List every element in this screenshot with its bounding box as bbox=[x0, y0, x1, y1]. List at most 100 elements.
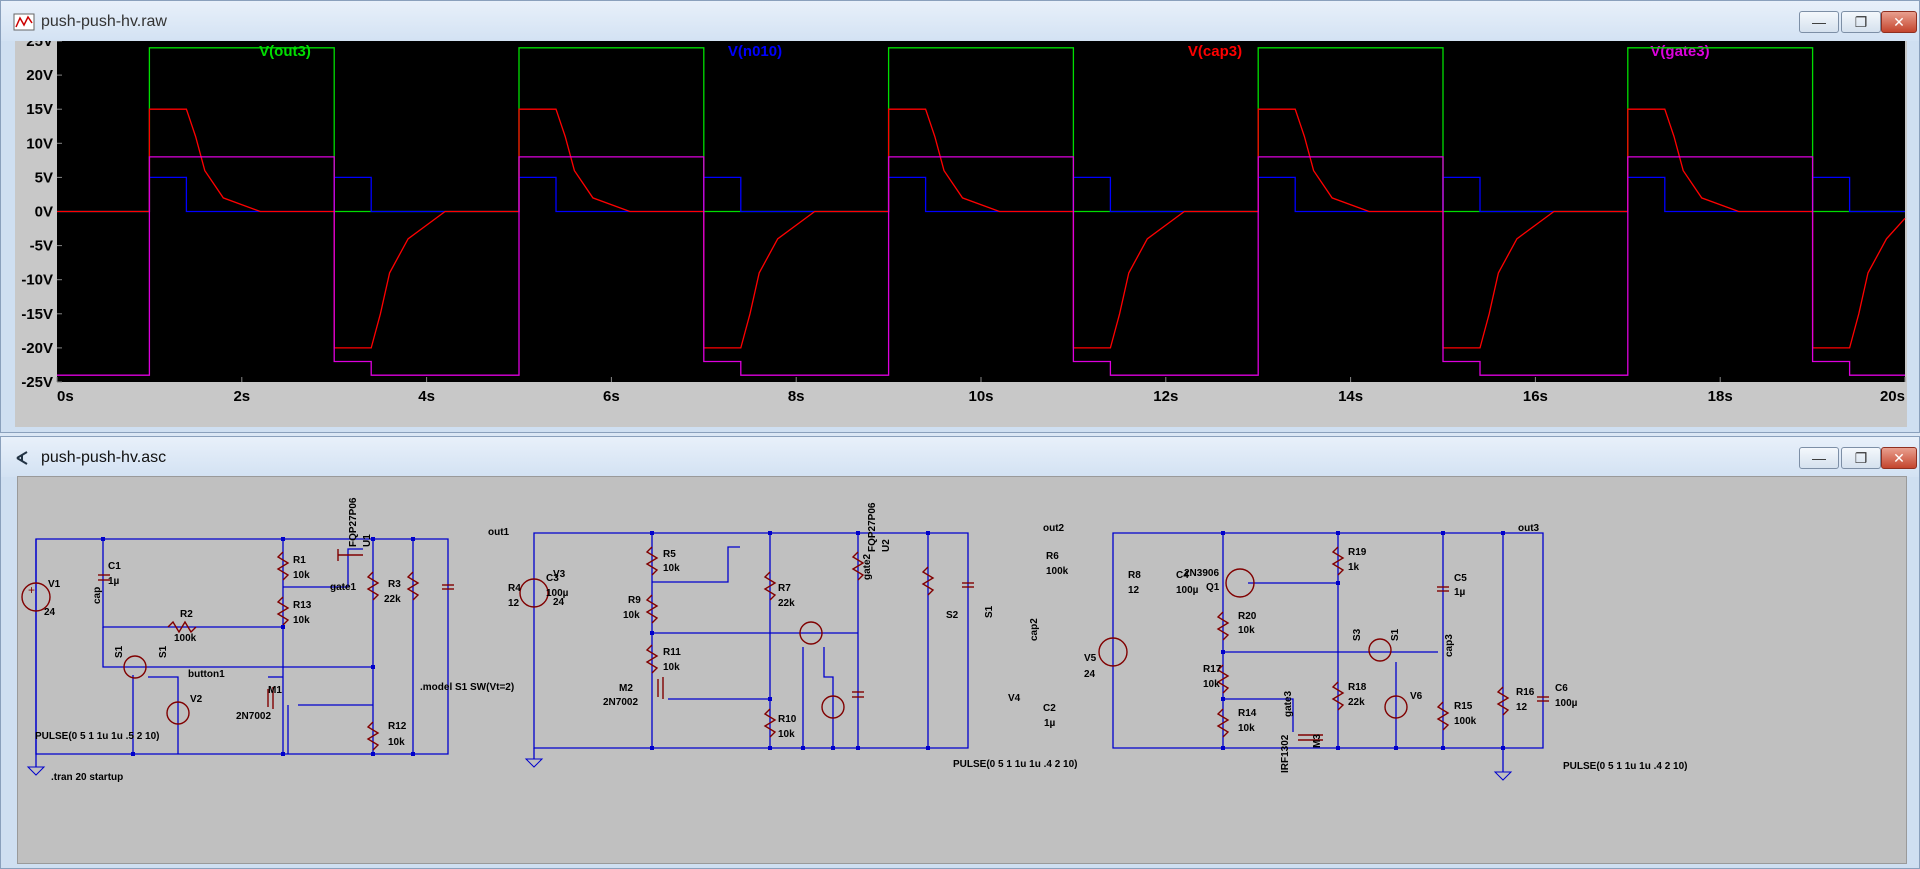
schematic-label[interactable]: .model S1 SW(Vt=2) bbox=[420, 682, 514, 693]
schematic-label[interactable]: IRF1302 bbox=[1280, 734, 1291, 773]
schematic-label[interactable]: 100µ bbox=[546, 588, 569, 599]
schematic-label[interactable]: 22k bbox=[778, 598, 795, 609]
schematic-label[interactable]: PULSE(0 5 1 1u 1u .5 2 10) bbox=[35, 731, 160, 742]
schematic-label[interactable]: 10k bbox=[388, 737, 405, 748]
schematic-label[interactable]: U2 bbox=[881, 539, 892, 552]
legend-out3[interactable]: V(out3) bbox=[259, 43, 311, 60]
schematic-label[interactable]: R2 bbox=[180, 609, 193, 620]
schematic-label[interactable]: S3 bbox=[1352, 628, 1363, 641]
schematic-label[interactable]: 22k bbox=[1348, 697, 1365, 708]
schematic-label[interactable]: U1 bbox=[362, 534, 373, 547]
schematic-label[interactable]: R5 bbox=[663, 549, 676, 560]
schematic-label[interactable]: V1 bbox=[48, 579, 61, 590]
schematic-label[interactable]: R15 bbox=[1454, 701, 1473, 712]
maximize-button[interactable]: ❐ bbox=[1841, 11, 1881, 33]
schematic-maximize-button[interactable]: ❐ bbox=[1841, 447, 1881, 469]
schematic-label[interactable]: C6 bbox=[1555, 683, 1568, 694]
schematic-label[interactable]: cap bbox=[92, 587, 103, 604]
schematic-label[interactable]: R19 bbox=[1348, 547, 1367, 558]
schematic-label[interactable]: M3 bbox=[1312, 734, 1323, 748]
schematic-label[interactable]: 24 bbox=[553, 597, 565, 608]
schematic-minimize-button[interactable]: — bbox=[1799, 447, 1839, 469]
schematic-label[interactable]: 100k bbox=[1046, 566, 1069, 577]
schematic-label[interactable]: cap2 bbox=[1029, 618, 1040, 641]
schematic-label[interactable]: 2N7002 bbox=[603, 697, 638, 708]
schematic-label[interactable]: out2 bbox=[1043, 523, 1065, 534]
schematic-label[interactable]: Q1 bbox=[1206, 582, 1220, 593]
schematic-label[interactable]: 1µ bbox=[1044, 718, 1056, 729]
schematic-label[interactable]: 24 bbox=[1084, 669, 1096, 680]
schematic-label[interactable]: C1 bbox=[108, 561, 121, 572]
schematic-label[interactable]: R11 bbox=[663, 647, 681, 658]
schematic-label[interactable]: C5 bbox=[1454, 573, 1467, 584]
schematic-label[interactable]: M2 bbox=[619, 683, 633, 694]
schematic-label[interactable]: 1µ bbox=[1454, 587, 1466, 598]
schematic-label[interactable]: R9 bbox=[628, 595, 641, 606]
schematic-label[interactable]: cap3 bbox=[1444, 634, 1455, 657]
schematic-label[interactable]: V3 bbox=[553, 569, 566, 580]
schematic-label[interactable]: R14 bbox=[1238, 708, 1257, 719]
schematic-label[interactable]: out3 bbox=[1518, 523, 1540, 534]
schematic-label[interactable]: gate3 bbox=[1283, 690, 1294, 717]
schematic-label[interactable]: gate2 bbox=[862, 553, 873, 580]
schematic-canvas[interactable]: + bbox=[17, 476, 1907, 864]
schematic-label[interactable]: C3 bbox=[546, 573, 559, 584]
schematic-label[interactable]: C4 bbox=[1176, 570, 1189, 581]
schematic-label[interactable]: out1 bbox=[488, 527, 510, 538]
schematic-label[interactable]: S1 bbox=[984, 605, 995, 618]
schematic-label[interactable]: V4 bbox=[1008, 693, 1021, 704]
schematic-label[interactable]: 100k bbox=[174, 633, 197, 644]
schematic-label[interactable]: button1 bbox=[188, 669, 225, 680]
schematic-label[interactable]: 10k bbox=[663, 662, 680, 673]
schematic-label[interactable]: R12 bbox=[388, 721, 407, 732]
schematic-label[interactable]: 24 bbox=[44, 607, 56, 618]
schematic-label[interactable]: R3 bbox=[388, 579, 401, 590]
schematic-label[interactable]: 10k bbox=[1238, 625, 1255, 636]
close-button[interactable]: ✕ bbox=[1881, 11, 1917, 33]
schematic-label[interactable]: R16 bbox=[1516, 687, 1535, 698]
schematic-label[interactable]: 2N3906 bbox=[1184, 568, 1219, 579]
schematic-label[interactable]: 100k bbox=[1454, 716, 1477, 727]
schematic-label[interactable]: M1 bbox=[268, 685, 282, 696]
schematic-label[interactable]: R4 bbox=[508, 583, 521, 594]
schematic-label[interactable]: PULSE(0 5 1 1u 1u .4 2 10) bbox=[953, 759, 1078, 770]
schematic-label[interactable]: 10k bbox=[778, 729, 795, 740]
schematic-label[interactable]: V6 bbox=[1410, 691, 1423, 702]
schematic-label[interactable]: 1k bbox=[1348, 562, 1360, 573]
schematic-label[interactable]: 12 bbox=[1128, 585, 1140, 596]
legend-cap3[interactable]: V(cap3) bbox=[1188, 43, 1242, 60]
minimize-button[interactable]: — bbox=[1799, 11, 1839, 33]
schematic-label[interactable]: 10k bbox=[293, 615, 310, 626]
schematic-label[interactable]: V5 bbox=[1084, 653, 1097, 664]
schematic-label[interactable]: 10k bbox=[663, 563, 680, 574]
schematic-label[interactable]: 12 bbox=[508, 598, 520, 609]
schematic-label[interactable]: 100µ bbox=[1176, 585, 1199, 596]
schematic-label[interactable]: V2 bbox=[190, 694, 203, 705]
schematic-label[interactable]: R13 bbox=[293, 600, 312, 611]
schematic-label[interactable]: FQP27P06 bbox=[867, 502, 878, 552]
schematic-titlebar[interactable]: push-push-hv.asc — ❐ ✕ bbox=[1, 437, 1919, 477]
schematic-label[interactable]: R7 bbox=[778, 583, 791, 594]
schematic-label[interactable]: 10k bbox=[1203, 679, 1220, 690]
schematic-label[interactable]: gate1 bbox=[330, 582, 357, 593]
schematic-label[interactable]: R6 bbox=[1046, 551, 1059, 562]
schematic-label[interactable]: .tran 20 startup bbox=[51, 772, 123, 783]
schematic-label[interactable]: R10 bbox=[778, 714, 797, 725]
schematic-label[interactable]: S1 bbox=[158, 645, 169, 658]
schematic-label[interactable]: R8 bbox=[1128, 570, 1141, 581]
schematic-label[interactable]: 100µ bbox=[1555, 698, 1578, 709]
legend-n010[interactable]: V(n010) bbox=[728, 43, 782, 60]
schematic-label[interactable]: 10k bbox=[293, 570, 310, 581]
schematic-label[interactable]: R1 bbox=[293, 555, 306, 566]
schematic-label[interactable]: 12 bbox=[1516, 702, 1528, 713]
schematic-drawing[interactable]: + bbox=[18, 477, 1906, 863]
schematic-label[interactable]: PULSE(0 5 1 1u 1u .4 2 10) bbox=[1563, 761, 1688, 772]
schematic-label[interactable]: 1µ bbox=[108, 576, 120, 587]
schematic-label[interactable]: R18 bbox=[1348, 682, 1367, 693]
schematic-label[interactable]: S1 bbox=[1390, 628, 1401, 641]
schematic-label[interactable]: R20 bbox=[1238, 611, 1257, 622]
schematic-label[interactable]: 10k bbox=[1238, 723, 1255, 734]
schematic-label[interactable]: R17 bbox=[1203, 664, 1222, 675]
